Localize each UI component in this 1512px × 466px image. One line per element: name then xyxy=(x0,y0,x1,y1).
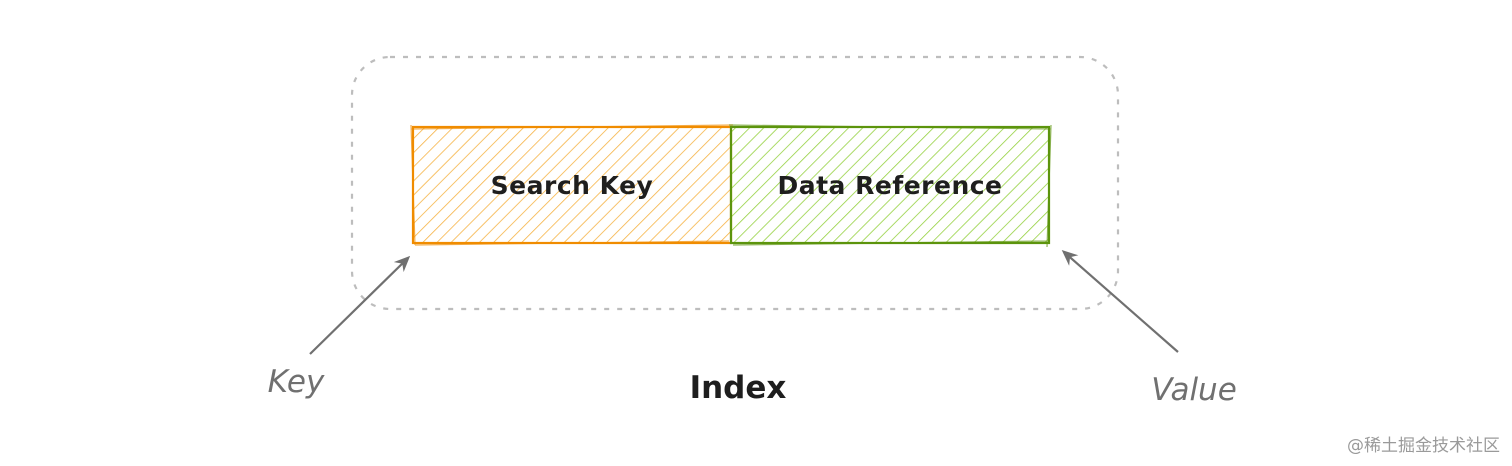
data-reference-box: Data Reference xyxy=(728,124,1052,248)
search-key-label: Search Key xyxy=(491,171,654,200)
value-arrow xyxy=(1061,250,1179,353)
key-arrow xyxy=(309,255,411,355)
key-label: Key xyxy=(268,364,325,400)
data-reference-label: Data Reference xyxy=(777,171,1002,200)
index-group-outline xyxy=(350,55,1120,311)
value-label: Value xyxy=(1151,372,1237,408)
search-key-box: Search Key xyxy=(410,124,734,246)
watermark: @稀土掘金技术社区 xyxy=(1347,436,1500,456)
index-label: Index xyxy=(690,370,787,406)
